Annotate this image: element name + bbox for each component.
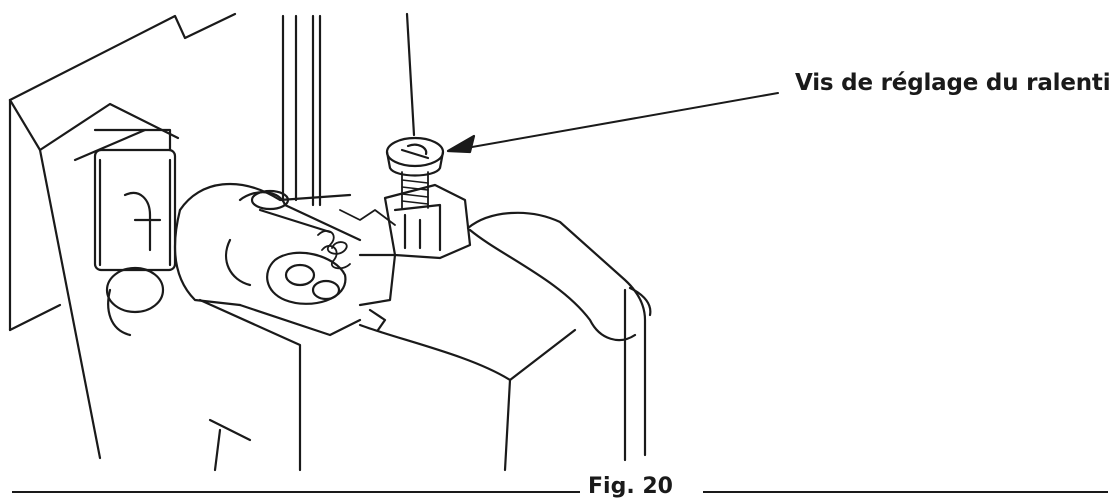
vertical-rods (281, 12, 416, 207)
idle-screw-label: Vis de réglage du ralenti (795, 70, 1111, 96)
figure-caption: Fig. 20 (588, 474, 673, 499)
caption-rule-left (12, 491, 580, 493)
screw-bracket (358, 183, 472, 332)
idle-adjustment-screw (385, 136, 445, 209)
caption-rule-right (703, 491, 1108, 493)
linkage-spring (317, 209, 396, 270)
engine-housing-right (198, 211, 652, 472)
carburetor-body (173, 182, 362, 337)
engine-housing-left (8, 12, 237, 460)
callout-arrow (446, 92, 779, 154)
